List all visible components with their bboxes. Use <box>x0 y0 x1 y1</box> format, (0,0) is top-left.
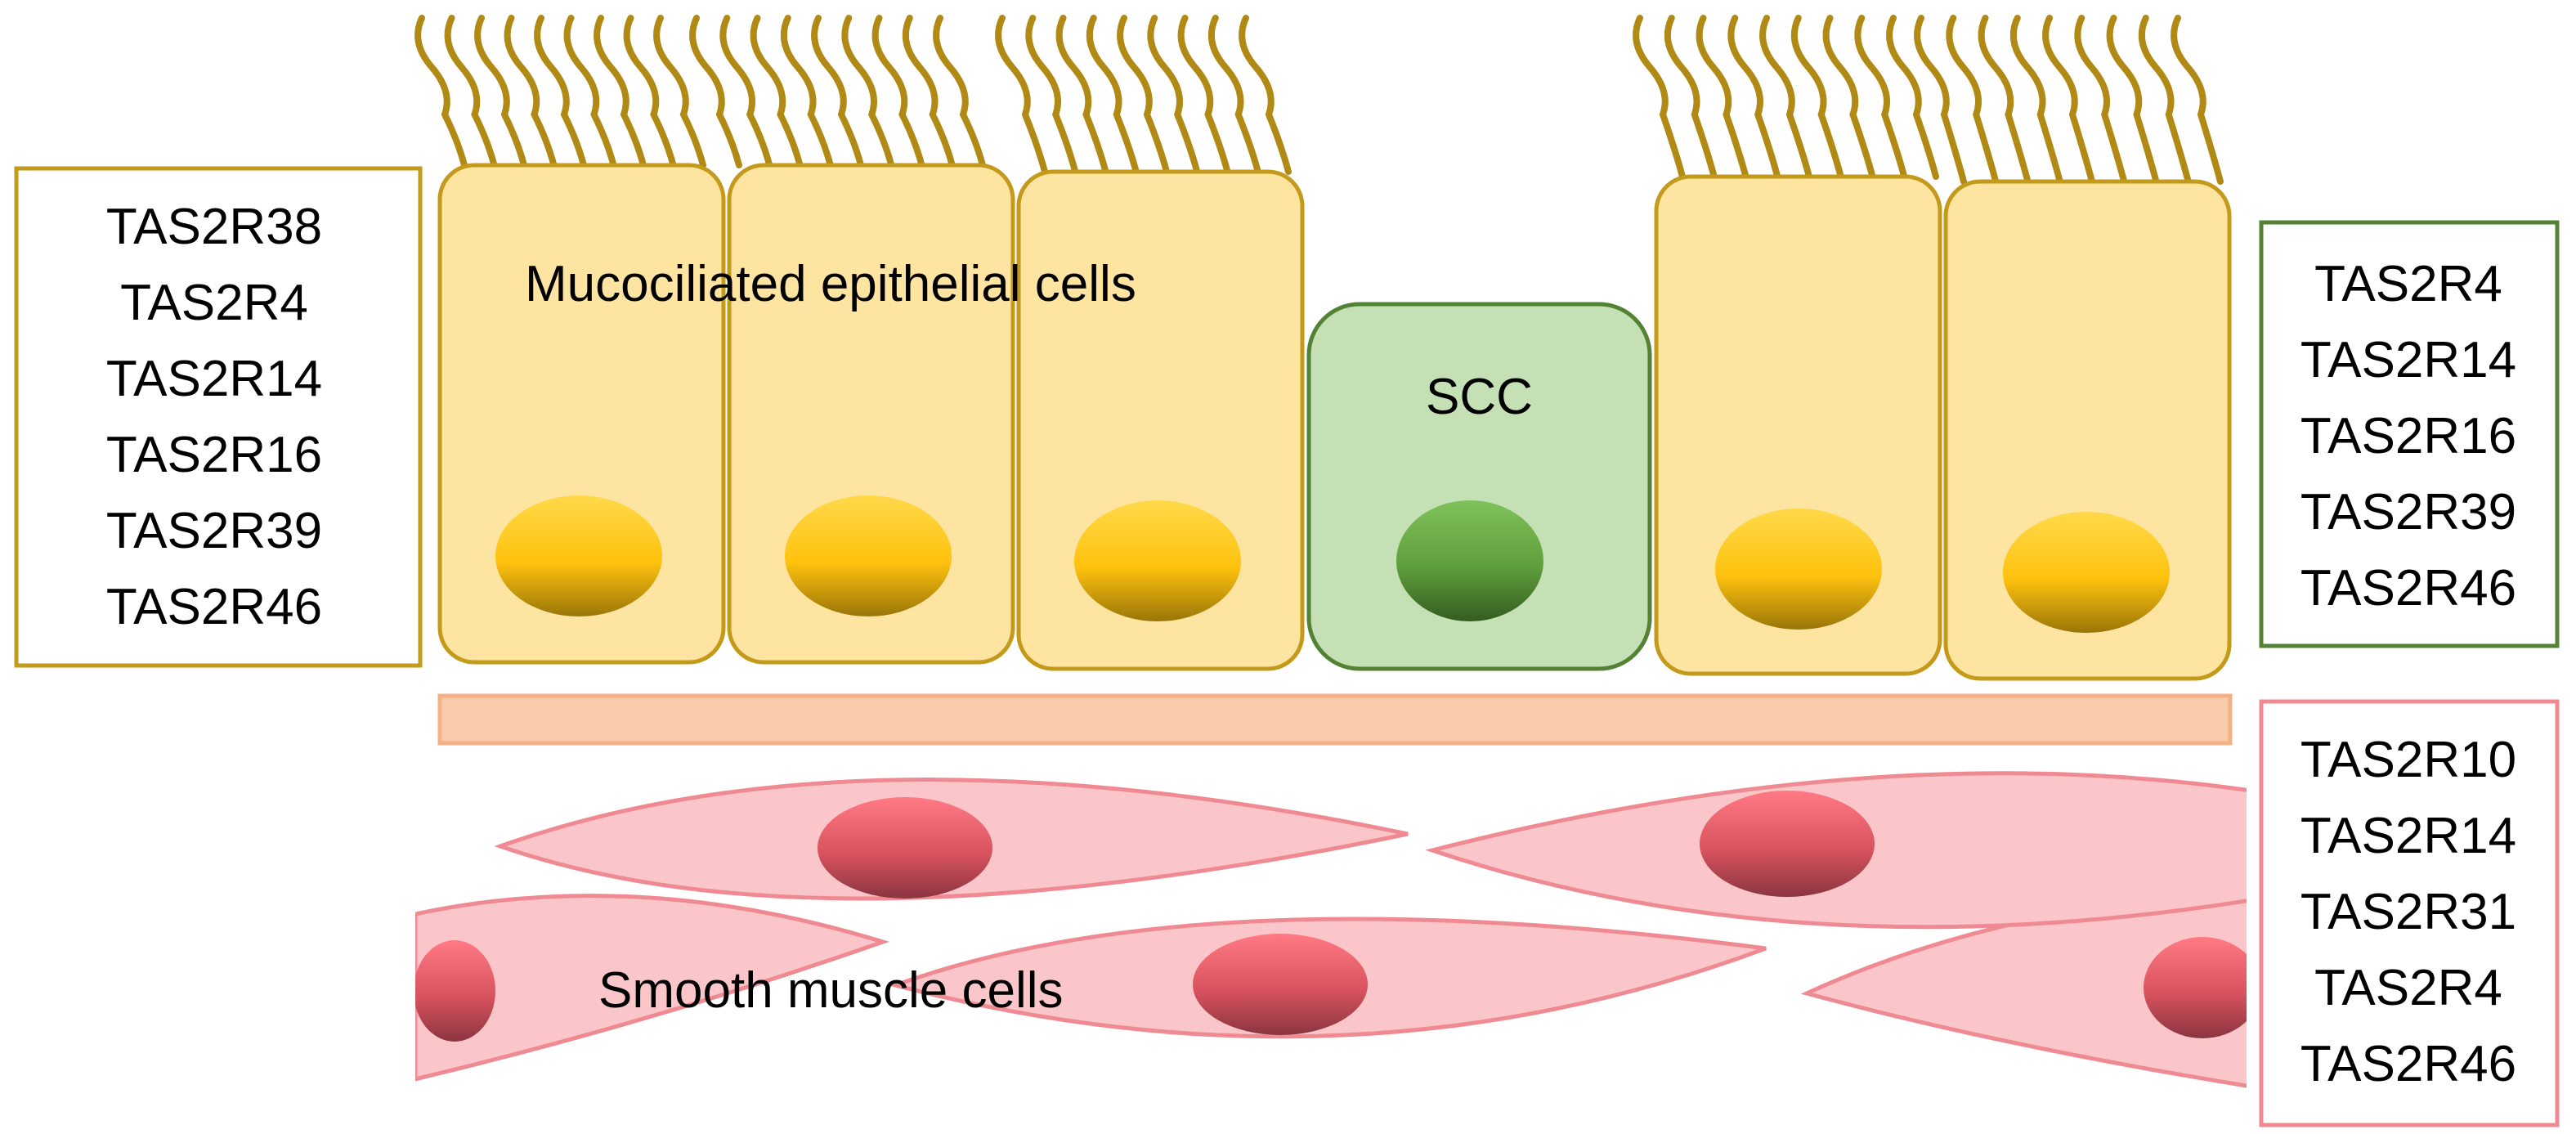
receptor-item: TAS2R14 <box>2300 332 2516 388</box>
cilium <box>504 15 558 168</box>
receptor-item: TAS2R14 <box>106 351 322 407</box>
epithelial-nucleus <box>2003 512 2170 633</box>
smooth-muscle-receptor-box <box>2259 699 2560 1127</box>
receptor-item: TAS2R14 <box>2300 808 2516 864</box>
cilia <box>414 15 2224 185</box>
cilium <box>1946 15 2000 185</box>
cilium <box>1055 15 1109 175</box>
cilium <box>2074 15 2128 185</box>
muscle-cell <box>415 894 890 1082</box>
cilium <box>1790 15 1844 180</box>
cilium <box>689 15 742 168</box>
cilium <box>594 15 647 168</box>
cilium <box>1086 15 1140 175</box>
epithelial-cells <box>437 163 2232 681</box>
receptor-item: TAS2R16 <box>2300 408 2516 464</box>
muscle-nucleus <box>2144 937 2247 1038</box>
cilium <box>780 15 834 168</box>
receptor-item: TAS2R16 <box>106 427 322 483</box>
cilium <box>1147 15 1201 175</box>
cilium <box>933 15 986 168</box>
cilium <box>1854 15 1908 180</box>
cilium <box>1822 15 1876 180</box>
muscle-nucleus <box>415 940 495 1042</box>
cilium <box>1117 15 1170 175</box>
epithelial-receptor-list: TAS2R38TAS2R4TAS2R14TAS2R16TAS2R39TAS2R4… <box>106 199 322 635</box>
cilium <box>871 15 925 168</box>
cilium <box>1696 15 1749 180</box>
receptor-item: TAS2R46 <box>106 579 322 635</box>
cilium <box>1207 15 1261 175</box>
cilium <box>1914 15 1967 185</box>
cilium <box>841 15 895 168</box>
receptor-item: TAS2R46 <box>2300 560 2516 616</box>
cilium <box>1978 15 2032 185</box>
receptor-item: TAS2R4 <box>120 275 308 331</box>
receptor-item: TAS2R31 <box>2300 884 2516 940</box>
epithelial-nucleus <box>495 495 662 616</box>
cilium <box>1177 15 1231 175</box>
epithelial-nucleus <box>1715 509 1882 630</box>
receptor-item: TAS2R10 <box>2300 732 2516 788</box>
cilium <box>653 15 706 168</box>
smooth-muscle-cells <box>415 771 2247 1088</box>
basement-membrane <box>437 693 2233 746</box>
epithelial-cells-label: Mucociliated epithelial cells <box>525 256 1136 312</box>
scc-cell-body <box>1306 302 1652 671</box>
cilium <box>444 15 498 168</box>
cilium <box>474 15 527 168</box>
cilium <box>563 15 617 168</box>
receptor-item: TAS2R39 <box>2300 484 2516 540</box>
scc-nucleus <box>1396 500 1543 621</box>
receptor-item: TAS2R4 <box>2314 960 2502 1016</box>
cilium <box>811 15 864 168</box>
cilium <box>1886 15 1939 180</box>
cilium <box>1239 15 1292 175</box>
cilium <box>995 15 1048 175</box>
scc-cell <box>1306 302 1652 671</box>
cilium <box>2106 15 2160 185</box>
scc-label: SCC <box>1426 369 1533 425</box>
cilium <box>902 15 956 168</box>
cilium <box>414 15 468 168</box>
cilium <box>2042 15 2095 185</box>
cilium <box>1025 15 1079 175</box>
cilium <box>2009 15 2063 185</box>
muscle-cell <box>1800 890 2247 1088</box>
cilium <box>2138 15 2192 185</box>
cilium <box>2171 15 2224 185</box>
cilium <box>1727 15 1781 180</box>
cilium <box>1633 15 1686 180</box>
epithelial-nucleus <box>1074 500 1241 621</box>
cilium <box>750 15 804 168</box>
cilium <box>719 15 773 168</box>
receptor-item: TAS2R39 <box>106 503 322 559</box>
receptor-item: TAS2R4 <box>2314 256 2502 312</box>
muscle-nucleus <box>1193 934 1368 1035</box>
muscle-nucleus <box>818 797 992 899</box>
cilium <box>534 15 587 168</box>
epithelial-nucleus <box>785 495 952 616</box>
cilium <box>1759 15 1812 180</box>
scc-receptor-box <box>2259 220 2560 648</box>
cilium <box>623 15 677 168</box>
receptor-item: TAS2R38 <box>106 199 322 255</box>
epithelial-receptor-box <box>14 166 423 668</box>
cilium <box>1664 15 1718 180</box>
receptor-item: TAS2R46 <box>2300 1036 2516 1092</box>
smooth-muscle-label: Smooth muscle cells <box>598 962 1064 1019</box>
muscle-nucleus <box>1700 791 1875 897</box>
